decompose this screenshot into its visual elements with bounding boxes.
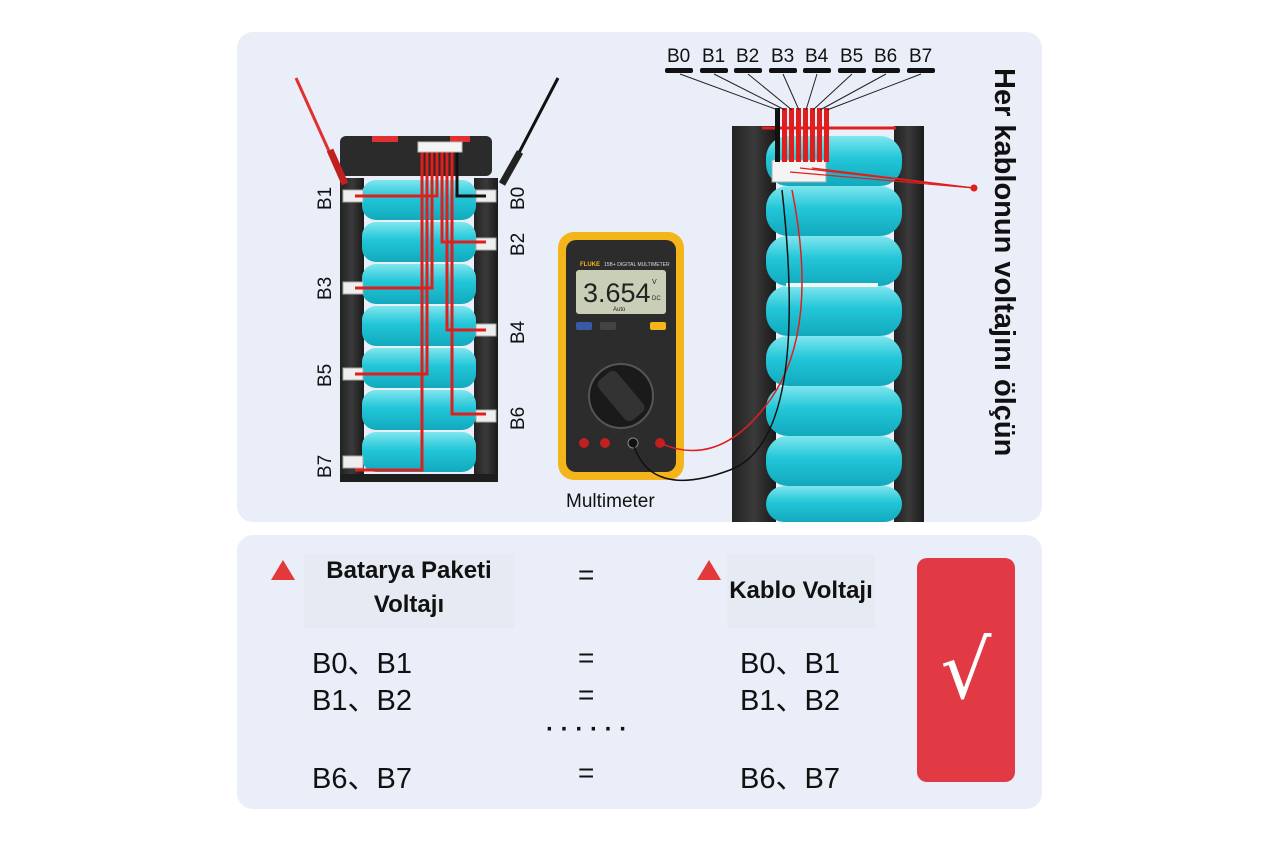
conn-b3: B3 <box>771 46 794 67</box>
connector-labels: B0 B1 B2 B3 B4 B5 B6 B7 <box>667 46 932 67</box>
header-line-2: Voltajı <box>373 591 445 618</box>
label-b0: B0 <box>508 187 529 210</box>
label-b3: B3 <box>315 277 336 300</box>
conn-b4: B4 <box>805 46 829 67</box>
multimeter-reading: 3.654 <box>583 278 651 308</box>
conn-b6: B6 <box>874 46 897 67</box>
row-left: B1、B2 <box>312 685 412 717</box>
label-b4: B4 <box>508 320 529 344</box>
check-mark-icon: √ <box>917 558 1015 782</box>
conn-b5: B5 <box>840 46 863 67</box>
multimeter-unit: V <box>652 279 657 286</box>
right-battery-pack <box>679 73 978 522</box>
row-right: B0、B1 <box>740 648 840 680</box>
multimeter-model: 15B+ DIGITAL MULTIMETER <box>604 262 670 268</box>
left-pack-labels: B1 B3 B5 B7 B0 B2 B4 B6 <box>315 187 529 478</box>
row-right: B6、B7 <box>740 763 840 795</box>
conn-b1: B1 <box>702 46 725 67</box>
label-b5: B5 <box>315 364 336 387</box>
row-equals: = <box>578 642 595 673</box>
left-cells <box>362 180 476 472</box>
warning-triangle-icon <box>271 560 295 580</box>
side-instruction-label: Her kablonun voltajını ölçün <box>988 68 1020 457</box>
label-b1: B1 <box>315 187 336 210</box>
left-battery-pack <box>294 77 560 482</box>
conn-b7: B7 <box>909 46 932 67</box>
ellipsis: · · · · · · <box>546 716 628 743</box>
warning-triangle-icon <box>697 560 721 580</box>
row-left: B0、B1 <box>312 648 412 680</box>
row-left: B6、B7 <box>312 763 412 795</box>
label-b2: B2 <box>508 233 529 256</box>
row-equals: = <box>578 679 595 710</box>
multimeter-label: Multimeter <box>566 491 655 512</box>
conn-b0: B0 <box>667 46 690 67</box>
multimeter-mode: DC <box>652 296 661 302</box>
conn-b2: B2 <box>736 46 759 67</box>
multimeter-brand: FLUKE <box>580 262 600 268</box>
label-b7: B7 <box>315 455 336 478</box>
cable-voltage-header: Kablo Voltajı <box>727 554 875 628</box>
header-line-1: Batarya Paketi <box>326 557 492 584</box>
label-b6: B6 <box>508 407 529 430</box>
row-equals: = <box>578 757 595 788</box>
row-right: B1、B2 <box>740 685 840 717</box>
battery-pack-voltage-header: Batarya Paketi Voltajı <box>304 554 514 628</box>
multimeter-auto: Auto <box>613 307 626 313</box>
header-equals: = <box>578 559 595 590</box>
multimeter: FLUKE 15B+ DIGITAL MULTIMETER 3.654 V DC… <box>558 189 803 482</box>
